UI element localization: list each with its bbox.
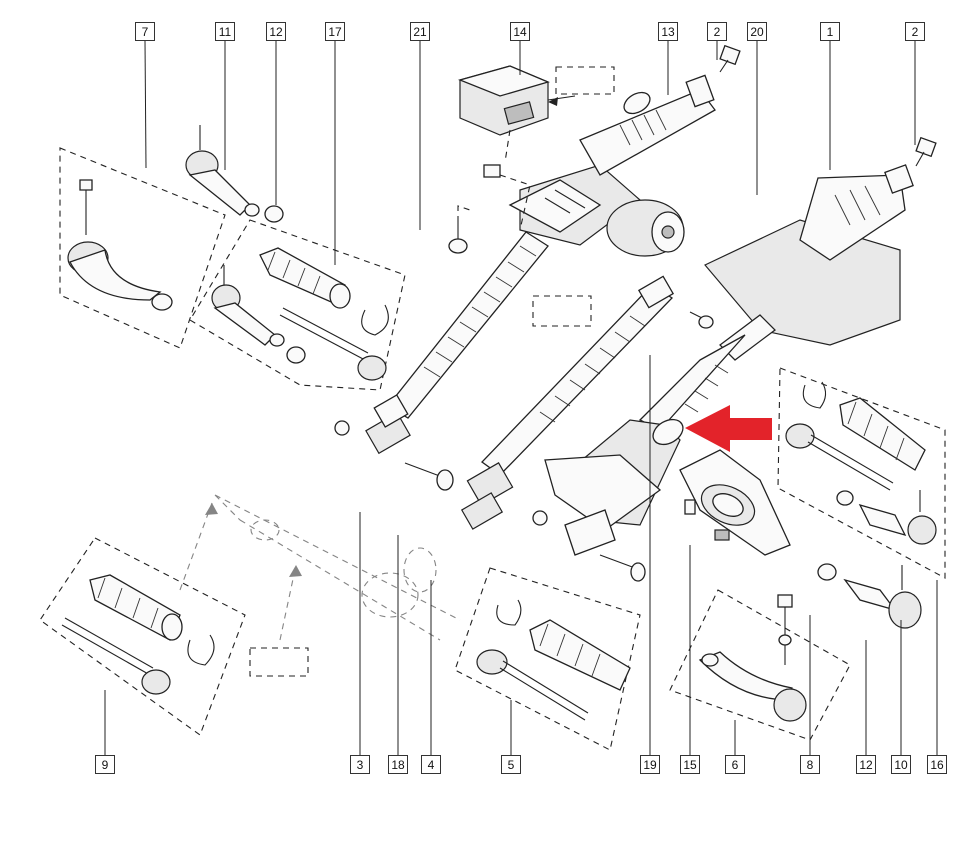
callout-label-20: 20: [747, 22, 767, 41]
callout-label-8: 8: [800, 755, 820, 774]
callout-label-2: 2: [707, 22, 727, 41]
upper-column-left: [334, 231, 549, 491]
callout-label-12: 12: [266, 22, 286, 41]
bolt-21: [448, 205, 471, 254]
callout-label-9: 9: [95, 755, 115, 774]
rack-housing: [179, 494, 461, 641]
leader-line-7: [144, 40, 147, 169]
tie-rod-end-7: [67, 179, 173, 311]
boot-16: [785, 381, 937, 545]
callout-label-13: 13: [658, 22, 678, 41]
motor-column: [508, 74, 716, 257]
callout-label-14: 14: [510, 22, 530, 41]
boot-9: [61, 574, 215, 695]
clock-spring: [679, 449, 791, 556]
control-unit: [457, 65, 576, 231]
callout-label-15: 15: [680, 755, 700, 774]
callout-label-3: 3: [350, 755, 370, 774]
callout-label-6: 6: [725, 755, 745, 774]
tie-rod-end-10: [817, 563, 922, 629]
callout-label-10: 10: [891, 755, 911, 774]
tie-rod-end-6: [698, 594, 807, 722]
column-boot: [532, 418, 684, 582]
callout-label-18: 18: [388, 755, 408, 774]
callout-label-21: 21: [410, 22, 430, 41]
bolts-2: [719, 44, 937, 167]
callout-label-11: 11: [215, 22, 235, 41]
red-arrow-icon: [685, 405, 772, 452]
callout-label-4: 4: [421, 755, 441, 774]
callout-label-17: 17: [325, 22, 345, 41]
leader-lines: [104, 40, 938, 755]
tie-rod-end-11: [185, 125, 284, 223]
bolt-19: [689, 311, 714, 329]
boot-5: [476, 599, 631, 721]
boot-17: [211, 247, 389, 381]
callout-label-16: 16: [927, 755, 947, 774]
callout-label-7: 7: [135, 22, 155, 41]
callout-label-2: 2: [905, 22, 925, 41]
callout-label-5: 5: [501, 755, 521, 774]
callout-label-1: 1: [820, 22, 840, 41]
callout-label-19: 19: [640, 755, 660, 774]
callout-label-12: 12: [856, 755, 876, 774]
right-column: [638, 164, 914, 431]
intermediate-shaft: [460, 275, 675, 530]
